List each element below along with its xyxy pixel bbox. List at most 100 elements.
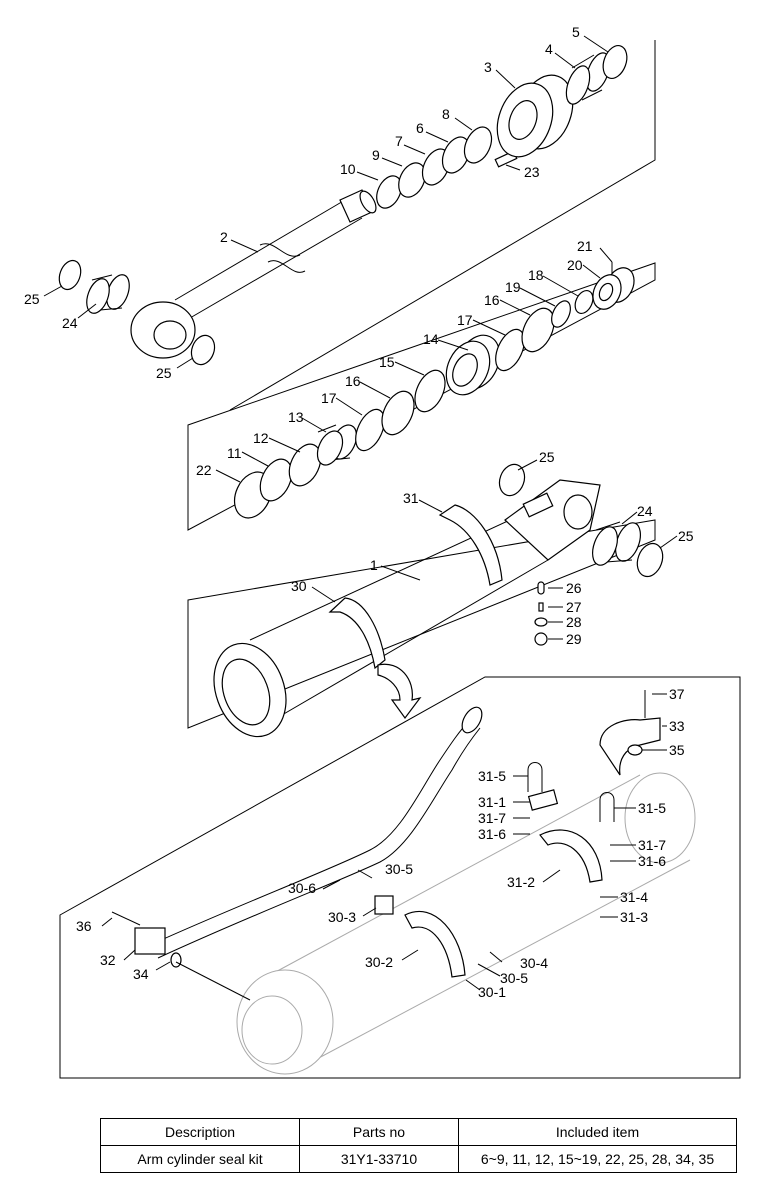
callout-20: 20 <box>567 257 583 273</box>
callout-30-5-bottom: 30-5 <box>500 970 528 986</box>
o-ring-35 <box>627 744 643 756</box>
callout-19: 19 <box>505 279 521 295</box>
rod-cover-3 <box>496 74 574 158</box>
callout-30-4: 30-4 <box>520 955 548 971</box>
callout-31-7-left: 31-7 <box>478 810 506 826</box>
callout-30-5-top: 30-5 <box>385 861 413 877</box>
cylinder-tube-1 <box>213 479 601 738</box>
ring-12 <box>288 443 322 487</box>
clamp-30-3 <box>374 895 394 915</box>
part-28 <box>534 617 548 627</box>
callout-3: 3 <box>484 59 492 75</box>
callout-14: 14 <box>423 331 439 347</box>
pipe-assembly <box>111 690 661 968</box>
ring-16-left <box>381 390 415 436</box>
ring-8 <box>463 126 493 164</box>
callout-31-5-right: 31-5 <box>638 800 666 816</box>
header-included-item: Included item <box>458 1118 737 1146</box>
callout-13: 13 <box>288 409 304 425</box>
callout-30-3: 30-3 <box>328 909 356 925</box>
header-parts-no: Parts no <box>299 1118 459 1146</box>
tube-ghost <box>236 772 696 1075</box>
callout-30-6: 30-6 <box>288 880 316 896</box>
header-description: Description <box>100 1118 300 1146</box>
callout-27: 27 <box>566 599 582 615</box>
callout-9: 9 <box>372 147 380 163</box>
callout-31-1: 31-1 <box>478 794 506 810</box>
leader-lines <box>43 35 678 1001</box>
callout-37: 37 <box>669 686 685 702</box>
callout-5: 5 <box>572 24 580 40</box>
callout-25-tube-top: 25 <box>539 449 555 465</box>
rod-assembly <box>130 189 377 359</box>
callout-1: 1 <box>370 557 378 573</box>
part-26 <box>537 581 545 595</box>
flange-32 <box>134 927 166 955</box>
ring-15 <box>414 369 446 413</box>
ring-25-tube-right <box>636 542 664 578</box>
bolt-36 <box>111 911 141 926</box>
callout-31-5-left: 31-5 <box>478 768 506 784</box>
nut-20 <box>592 267 635 310</box>
callout-17-right: 17 <box>457 312 473 328</box>
callout-21: 21 <box>577 238 593 254</box>
part-29 <box>534 632 548 646</box>
seal-kit-table: Description Parts no Included item Arm c… <box>100 1118 737 1173</box>
callout-25-rod-right: 25 <box>156 365 172 381</box>
tube-panel-outline <box>187 519 656 729</box>
cell-parts-no: 31Y1-33710 <box>299 1145 459 1173</box>
ring-16-right <box>521 307 555 353</box>
ring-18 <box>574 290 594 314</box>
callout-31-6-left: 31-6 <box>478 826 506 842</box>
ring-11 <box>259 458 293 502</box>
callout-36: 36 <box>76 918 92 934</box>
cell-description: Arm cylinder seal kit <box>100 1145 300 1173</box>
bushing-24-rod <box>86 274 130 314</box>
callout-34: 34 <box>133 966 149 982</box>
callout-18: 18 <box>528 267 544 283</box>
piston-14 <box>445 334 501 396</box>
callout-31-7-right: 31-7 <box>638 837 666 853</box>
ring-5 <box>602 44 628 80</box>
callout-16-right: 16 <box>484 292 500 308</box>
ring-19 <box>551 300 571 328</box>
callout-24-tube: 24 <box>637 503 653 519</box>
callout-8: 8 <box>442 106 450 122</box>
callout-6: 6 <box>416 120 424 136</box>
callout-33: 33 <box>669 718 685 734</box>
rod-panel-outline <box>229 40 656 411</box>
detail-arrow <box>377 663 422 720</box>
table-header-row: Description Parts no Included item <box>100 1118 737 1146</box>
callout-25-tube-right: 25 <box>678 528 694 544</box>
callout-30-2: 30-2 <box>365 954 393 970</box>
part-27 <box>538 602 544 612</box>
clamp-31 <box>438 504 503 586</box>
callout-25-rod-left: 25 <box>24 291 40 307</box>
clamp-31-2 <box>539 829 603 883</box>
callout-4: 4 <box>545 41 553 57</box>
pipe-detail-panel-outline <box>59 676 741 1079</box>
callout-15: 15 <box>379 354 395 370</box>
callout-31-3: 31-3 <box>620 909 648 925</box>
callout-30: 30 <box>291 578 307 594</box>
callout-12: 12 <box>253 430 269 446</box>
callout-32: 32 <box>100 952 116 968</box>
u-bolt-31-5a <box>527 762 543 792</box>
callout-10: 10 <box>340 161 356 177</box>
callout-16-left: 16 <box>345 373 361 389</box>
clamp-30 <box>328 597 386 670</box>
ring-17-left <box>355 408 385 452</box>
callout-17-left: 17 <box>321 390 337 406</box>
table-row: Arm cylinder seal kit 31Y1-33710 6~9, 11… <box>100 1145 737 1173</box>
clamp-30-2 <box>404 910 466 978</box>
callout-28: 28 <box>566 614 582 630</box>
callout-31: 31 <box>403 490 419 506</box>
callout-26: 26 <box>566 580 582 596</box>
ring-25-tube-top <box>498 463 526 497</box>
clamp-31-1 <box>527 789 559 811</box>
callout-30-1: 30-1 <box>478 984 506 1000</box>
callout-2: 2 <box>220 229 228 245</box>
ring-25-rod-left <box>58 259 82 291</box>
ring-25-rod-right <box>190 334 216 366</box>
u-bolt-31-5b <box>599 792 615 822</box>
